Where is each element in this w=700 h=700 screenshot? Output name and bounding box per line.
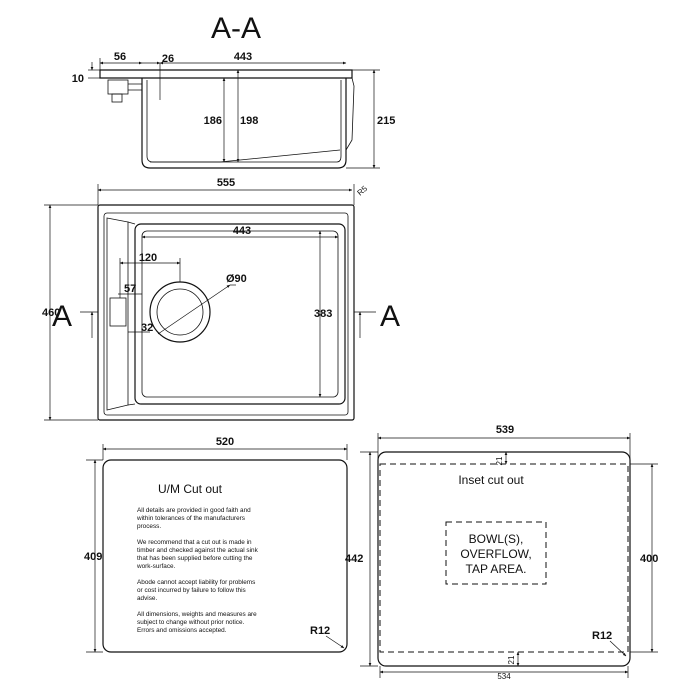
plan-bowl-joins [127,221,136,406]
um-note-line: All details are provided in good faith a… [137,507,251,514]
um-note-line: All dimensions, weights and measures are [137,611,257,618]
plan-sink-outline [97,204,355,421]
inset-cutout-dashed [379,463,629,653]
dim-depth-215: 215 [377,115,395,127]
um-note-line: subject to change without prior notice. [137,619,245,626]
um-dim-width: 520 [216,436,234,448]
dim-waste-120: 120 [139,252,157,264]
plan-view: 555 R5 460 443 120 Ø90 57 [42,177,400,421]
plan-overflow-slot [109,297,127,327]
dim-radius-r5: R5 [356,184,370,198]
inset-dim-bottom-width: 534 [497,672,511,681]
plan-bowl [134,223,346,405]
inset-area-line-3: TAP AREA. [466,562,527,576]
um-note-line: work-surface. [136,563,176,570]
section-view: A-A 56 26 443 10 186 198 [72,12,395,169]
plan-rim-edge [103,212,349,416]
section-side-rib [345,77,355,151]
inset-dim-outer-height: 442 [345,553,363,565]
inset-dim-inner-height: 400 [640,553,658,565]
inset-bowl-area [445,521,547,585]
inset-area-line-1: BOWL(S), [469,532,524,546]
section-basin-outer [141,78,347,169]
um-cutout-outline [102,459,348,653]
section-basin-inner [146,80,342,163]
section-rim [99,69,353,79]
dim-bowl-383: 383 [314,308,332,320]
um-note-line: process. [137,523,161,530]
inset-sink-outline [377,451,631,667]
inset-dim-top-gap: 21 [495,456,504,465]
plan-waste-inner [156,288,204,336]
plan-bowl-inner [141,230,339,398]
dim-depth-186: 186 [204,115,222,127]
um-notes: All details are provided in good faith a… [136,507,259,634]
um-note-line: timber and checked against the actual si… [137,547,259,554]
um-note-line: or cost incurred by failure to follow th… [137,587,246,594]
overflow-fitting [107,79,129,95]
dim-diameter-90: Ø90 [226,273,247,285]
dim-depth-198: 198 [240,115,258,127]
um-dim-height: 409 [84,551,102,563]
dim-bowl-443: 443 [233,225,251,237]
inset-cutout: 539 442 400 21 21 534 Inset cut out BOWL… [345,424,658,681]
inset-dim-bottom-gap: 21 [507,655,516,664]
section-title: A-A [211,12,261,45]
inset-dim-width: 539 [496,424,514,436]
um-title: U/M Cut out [158,482,223,496]
inset-area-line-2: OVERFLOW, [460,547,531,561]
um-note-line: We recommend that a cut out is made in [137,539,252,546]
overflow-pipe [128,83,142,91]
um-note-line: Errors and omissions accepted. [137,627,227,634]
inset-radius: R12 [592,630,612,642]
dim-rim-10: 10 [72,73,84,85]
inset-title: Inset cut out [458,473,524,487]
section-marker-right: A [380,300,400,333]
um-note-line: that has been supplied before cutting th… [137,555,253,562]
dim-overflow-57: 57 [124,283,136,295]
um-radius: R12 [310,625,330,637]
um-note-line: within tolerances of the manufacturers [136,515,245,522]
dim-width-443: 443 [234,51,252,63]
dim-overall-460: 460 [42,307,60,319]
section-marker-left: A [52,300,72,333]
um-note-line: advise. [137,595,157,602]
um-note-line: Abode cannot accept liability for proble… [137,579,255,586]
overflow-connector [111,93,123,103]
undermount-cutout: 520 409 U/M Cut out All details are prov… [84,436,348,653]
dim-flange-56: 56 [114,51,126,63]
section-floor-slope [150,149,341,163]
dim-d32: 32 [141,322,153,334]
dim-overall-555: 555 [217,177,235,189]
